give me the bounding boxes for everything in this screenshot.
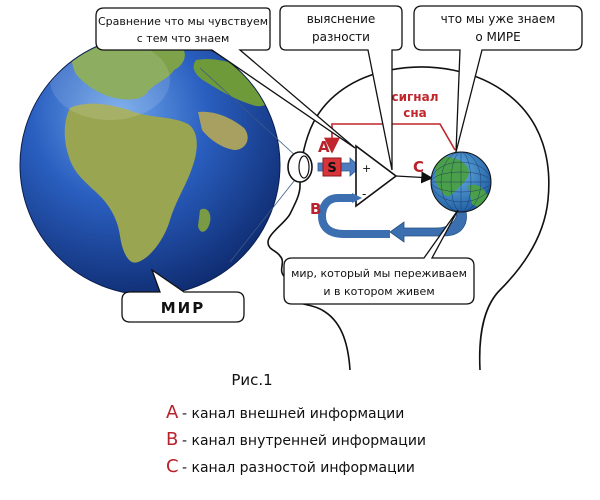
callout-world-label: МИР [161,299,205,317]
legend: A - канал внешней информации B - канал в… [166,402,426,477]
callout-knowledge: что мы уже знаем о МИРЕ [413,5,583,153]
sensor-letter: S [327,161,336,176]
channel-b-loop [389,205,467,243]
plus-sign: + [362,162,371,175]
callout-difference-line-2: разности [312,30,370,44]
callout-experience-line-2: и в котором живем [323,285,434,298]
callout-difference: выяснение разности [279,5,403,171]
legend-letter-a: A [166,402,179,423]
signal-label-line-1: сигнал [392,90,439,104]
callout-world: МИР [121,268,245,323]
callout-experience: мир, который мы переживаем и в котором ж… [283,209,475,305]
callout-experience-line-1: мир, который мы переживаем [291,267,467,280]
eye [287,151,313,183]
figure-caption: Рис.1 [231,371,272,389]
inner-globe [430,151,492,213]
inner-globe-land-west [436,157,469,197]
callout-compare-line-2: с тем что знаем [137,32,230,45]
callout-compare: Сравнение что мы чувствуем с тем что зна… [95,7,356,149]
legend-item: B - канал внутренней информации [166,429,426,450]
channel-a-letter: A [318,138,330,156]
channel-b-return [317,194,390,238]
legend-letter-c: C [166,456,179,477]
channel-b-letter: B [310,200,321,218]
dream-signal-path [324,123,456,154]
signal-label-line-2: сна [403,106,427,120]
view-line-top [199,67,299,159]
madagascar-landmass [198,208,211,232]
legend-item: A - канал внешней информации [166,402,404,423]
legend-text-a: - канал внешней информации [182,406,404,422]
asia-landmass [193,59,273,107]
legend-letter-b: B [166,429,178,450]
legend-text-b: - канал внутренней информации [182,433,426,449]
world-globe [19,34,281,296]
callout-knowledge-line-2: о МИРЕ [475,30,520,44]
callout-difference-line-1: выяснение [307,12,376,26]
channel-c-letter: C [413,158,424,176]
arabia-landmass [198,111,248,150]
channel-b-arrowhead [352,193,362,203]
inner-globe-land-east [468,184,489,207]
callout-compare-line-1: Сравнение что мы чувствуем [98,15,268,28]
comparator-triangle [355,144,398,208]
legend-item: C - канал разностой информации [166,456,415,477]
legend-text-c: - канал разностой информации [182,460,415,476]
minus-sign: - [362,187,366,201]
view-line-bottom [229,175,299,263]
channel-c-arrow [395,171,434,184]
sensor-box [322,157,342,177]
africa-landmass [64,103,197,263]
callout-knowledge-line-1: что мы уже знаем [441,12,556,26]
